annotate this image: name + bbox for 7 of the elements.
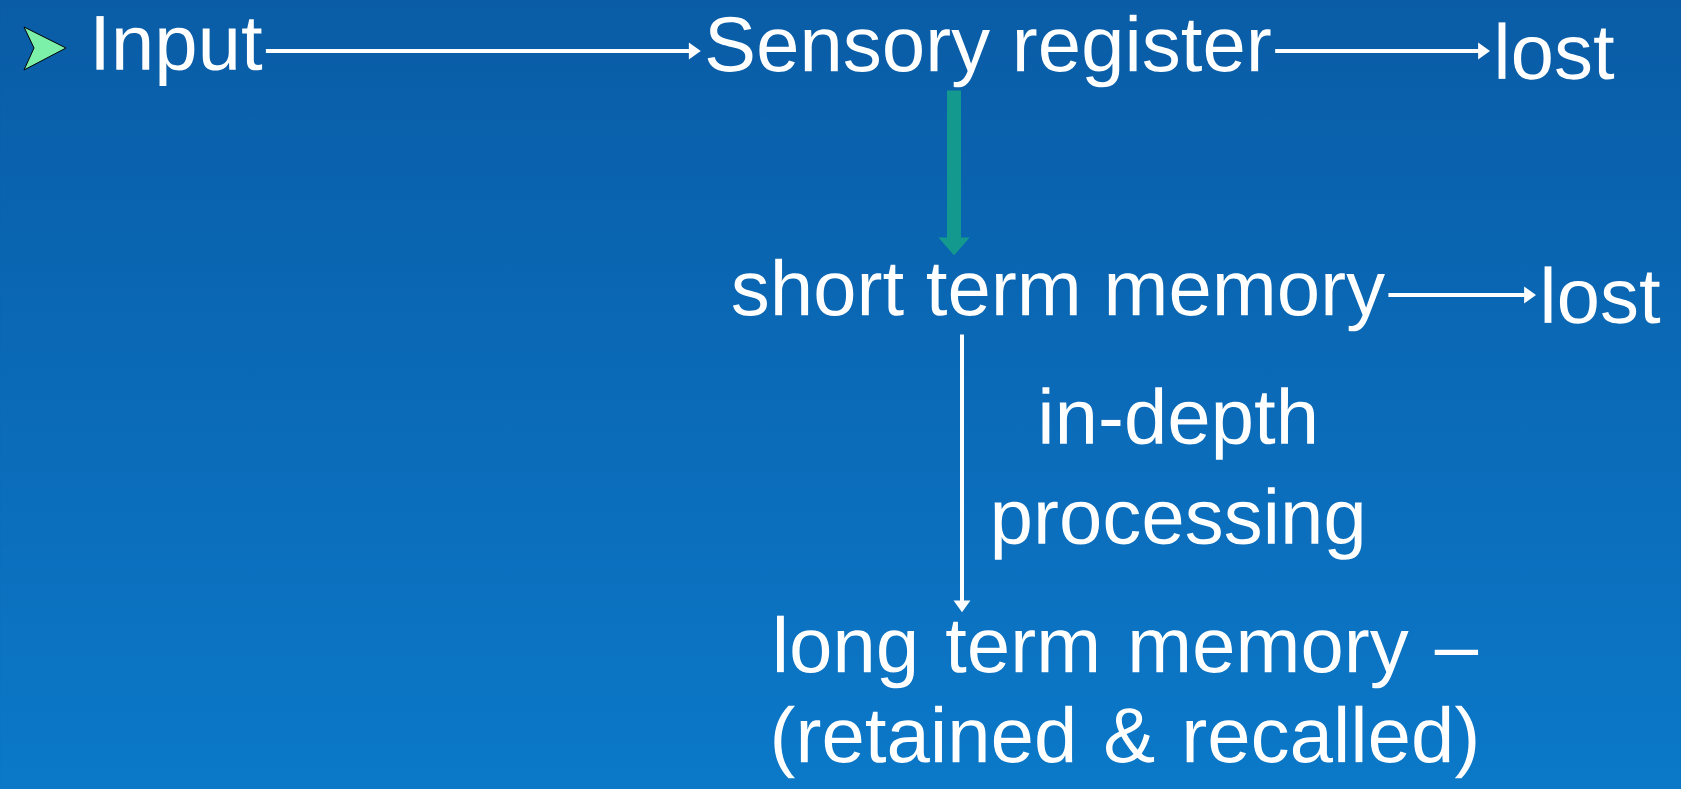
memory-stage-text: short term memory bbox=[732, 258, 1385, 332]
memory-stage-text: lost bbox=[1498, 22, 1615, 80]
memory-stage-text: Sensory register bbox=[707, 14, 1271, 88]
memory-stage-text: Input bbox=[96, 16, 263, 86]
edge-label: in-depth processing bbox=[994, 387, 1362, 560]
memory-stage-text: lost bbox=[1544, 266, 1661, 324]
memory-stage-text: long term memory – (retained & recalled) bbox=[774, 615, 1479, 779]
